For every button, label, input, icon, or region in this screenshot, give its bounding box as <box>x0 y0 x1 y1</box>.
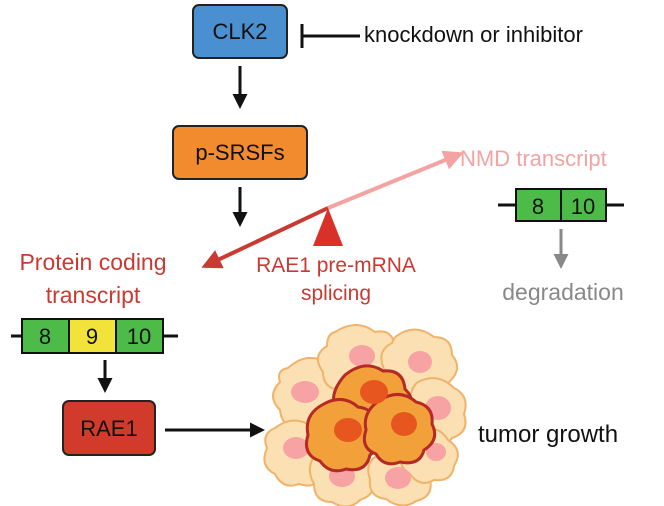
inhibitor-label: knockdown or inhibitor <box>364 22 583 47</box>
protein-exon-8 <box>21 318 70 354</box>
rae1-label: RAE1 <box>80 416 137 441</box>
protein-exon-10 <box>115 318 164 354</box>
rae1-node: RAE1 <box>62 400 156 456</box>
protein-coding-label-1: Protein coding <box>19 249 166 275</box>
nmd-exon-10-label: 10 <box>571 194 595 219</box>
protein-exon-9 <box>68 318 117 354</box>
protein-exon-strip: 8 9 10 <box>11 318 178 354</box>
protein-coding-label-2: transcript <box>46 282 141 308</box>
nmd-exon-8-label: 8 <box>532 194 544 219</box>
degradation-label: degradation <box>502 279 624 305</box>
splicing-fulcrum <box>313 208 343 246</box>
nmd-transcript-label: NMD transcript <box>460 146 607 171</box>
psrsfs-label: p-SRSFs <box>195 140 284 165</box>
clk2-node: CLK2 <box>192 4 288 59</box>
protein-exon-10-label: 10 <box>127 324 151 349</box>
nmd-exon-strip: 8 10 <box>498 188 624 222</box>
protein-exon-9-label: 9 <box>86 324 98 349</box>
arrow-to-nmd <box>327 150 464 210</box>
psrsfs-node: p-SRSFs <box>172 125 308 180</box>
nmd-exon-10 <box>560 188 607 222</box>
tumor-growth-label: tumor growth <box>478 421 618 448</box>
arrow-to-protein-coding <box>201 206 329 269</box>
splicing-label-1: RAE1 pre-mRNA <box>256 254 416 277</box>
splicing-label-2: splicing <box>301 282 371 305</box>
clk2-label: CLK2 <box>212 19 267 44</box>
tumor-cell-cluster <box>263 324 467 506</box>
protein-exon-8-label: 8 <box>39 324 51 349</box>
